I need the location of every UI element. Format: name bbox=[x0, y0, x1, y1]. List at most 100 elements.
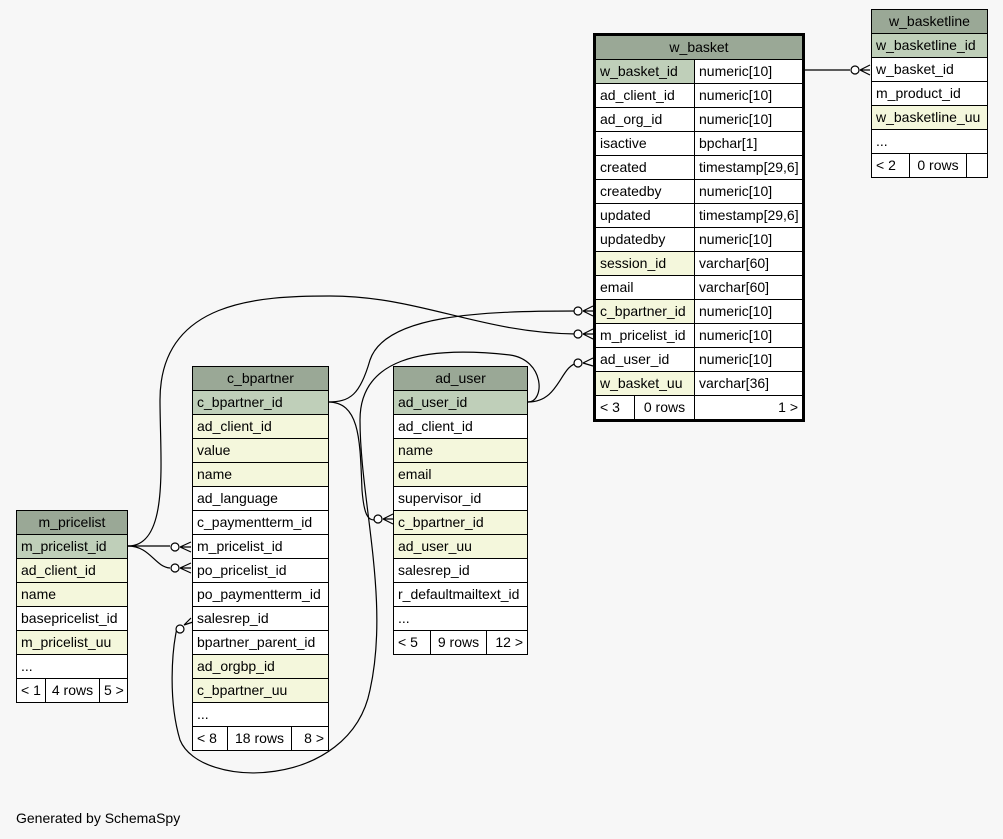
link-end-circle bbox=[573, 358, 583, 368]
column-type: numeric[10] bbox=[694, 300, 802, 323]
column-row[interactable]: updatedby numeric[10] bbox=[596, 228, 802, 252]
column-type: bpchar[1] bbox=[694, 132, 802, 155]
column-name: c_bpartner_id bbox=[398, 514, 484, 530]
column-row[interactable]: ad_orgbp_id bbox=[193, 655, 328, 679]
row-count: 0 rows bbox=[634, 396, 694, 419]
parents-count[interactable]: < 2 bbox=[876, 157, 896, 173]
column-name: supervisor_id bbox=[398, 490, 482, 506]
column-row[interactable]: basepricelist_id bbox=[17, 607, 127, 631]
column-row[interactable]: ... bbox=[872, 130, 987, 154]
column-row[interactable]: ad_client_id bbox=[193, 415, 328, 439]
column-row[interactable]: ad_client_id bbox=[17, 559, 127, 583]
column-type: numeric[10] bbox=[694, 324, 802, 347]
column-name: email bbox=[398, 466, 432, 482]
column-row[interactable]: m_pricelist_uu bbox=[17, 631, 127, 655]
column-row[interactable]: m_product_id bbox=[872, 82, 987, 106]
table-title[interactable]: c_bpartner bbox=[193, 367, 328, 391]
column-name: name bbox=[398, 442, 434, 458]
column-row[interactable]: c_paymentterm_id bbox=[193, 511, 328, 535]
row-count: 4 rows bbox=[45, 679, 99, 702]
column-row[interactable]: name bbox=[17, 583, 127, 607]
column-name: ad_user_id bbox=[398, 394, 468, 410]
children-count[interactable] bbox=[966, 154, 987, 177]
column-row[interactable]: po_paymentterm_id bbox=[193, 583, 328, 607]
children-count[interactable]: 5 > bbox=[99, 679, 127, 702]
column-row[interactable]: value bbox=[193, 439, 328, 463]
column-name: ... bbox=[197, 706, 209, 722]
column-type: varchar[60] bbox=[694, 276, 802, 299]
column-row[interactable]: w_basketline_id bbox=[872, 34, 987, 58]
column-type: numeric[10] bbox=[694, 60, 802, 83]
link-end-circle bbox=[573, 329, 583, 339]
column-row[interactable]: email varchar[60] bbox=[596, 276, 802, 300]
column-name: salesrep_id bbox=[197, 610, 269, 626]
column-row[interactable]: c_bpartner_id bbox=[394, 511, 527, 535]
table-title[interactable]: m_pricelist bbox=[17, 511, 127, 535]
column-name: w_basketline_uu bbox=[876, 109, 981, 125]
column-name: ad_client_id bbox=[398, 418, 473, 434]
column-name: email bbox=[600, 279, 634, 295]
column-row[interactable]: r_defaultmailtext_id bbox=[394, 583, 527, 607]
column-row[interactable]: salesrep_id bbox=[394, 559, 527, 583]
children-count[interactable]: 12 > bbox=[486, 631, 527, 654]
column-row[interactable]: m_pricelist_id bbox=[193, 535, 328, 559]
column-row[interactable]: m_pricelist_id bbox=[17, 535, 127, 559]
table-title[interactable]: ad_user bbox=[394, 367, 527, 391]
parents-count[interactable]: < 5 bbox=[398, 634, 418, 650]
column-row[interactable]: ad_client_id bbox=[394, 415, 527, 439]
children-count[interactable]: 1 > bbox=[694, 396, 802, 419]
children-count[interactable]: 8 > bbox=[291, 727, 328, 750]
column-row[interactable]: ... bbox=[193, 703, 328, 727]
column-name: ... bbox=[876, 133, 888, 149]
column-row[interactable]: w_basketline_uu bbox=[872, 106, 987, 130]
column-row[interactable]: salesrep_id bbox=[193, 607, 328, 631]
column-name: updatedby bbox=[600, 231, 666, 247]
parents-count[interactable]: < 8 bbox=[197, 730, 217, 746]
column-name: c_paymentterm_id bbox=[197, 514, 313, 530]
column-row[interactable]: bpartner_parent_id bbox=[193, 631, 328, 655]
column-row[interactable]: ad_language bbox=[193, 487, 328, 511]
link-bpartner-basket bbox=[327, 310, 577, 403]
row-count: 0 rows bbox=[909, 154, 966, 177]
column-row[interactable]: name bbox=[394, 439, 527, 463]
column-row[interactable]: c_bpartner_uu bbox=[193, 679, 328, 703]
table-title[interactable]: w_basketline bbox=[872, 10, 987, 34]
column-row[interactable]: c_bpartner_id bbox=[193, 391, 328, 415]
column-type: timestamp[29,6] bbox=[694, 204, 802, 227]
column-row[interactable]: ... bbox=[394, 607, 527, 631]
column-name: name bbox=[21, 586, 57, 602]
column-row[interactable]: ad_user_uu bbox=[394, 535, 527, 559]
table-title[interactable]: w_basket bbox=[596, 36, 802, 60]
column-name: name bbox=[197, 466, 233, 482]
column-row[interactable]: name bbox=[193, 463, 328, 487]
link-end-circle bbox=[175, 624, 185, 634]
parents-count[interactable]: < 3 bbox=[600, 399, 620, 415]
column-name: ad_user_uu bbox=[398, 538, 472, 554]
parents-count[interactable]: < 1 bbox=[21, 682, 41, 698]
column-row[interactable]: ad_user_id bbox=[394, 391, 527, 415]
column-row[interactable]: email bbox=[394, 463, 527, 487]
column-name: bpartner_parent_id bbox=[197, 634, 316, 650]
column-type: numeric[10] bbox=[694, 228, 802, 251]
column-row[interactable]: w_basket_id bbox=[872, 58, 987, 82]
column-row[interactable]: po_pricelist_id bbox=[193, 559, 328, 583]
column-row[interactable]: supervisor_id bbox=[394, 487, 527, 511]
column-row[interactable]: ... bbox=[17, 655, 127, 679]
